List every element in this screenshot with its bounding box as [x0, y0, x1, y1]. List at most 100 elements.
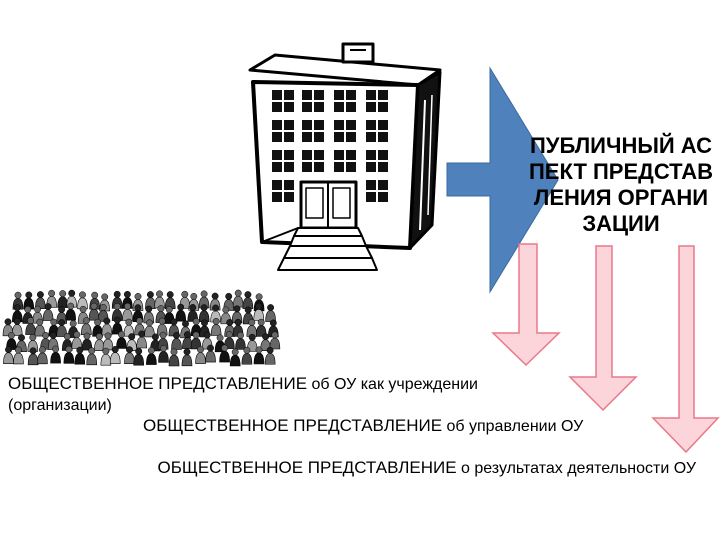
person-head	[48, 289, 56, 297]
person-body	[264, 352, 276, 365]
person-body	[241, 352, 253, 365]
person-body	[63, 351, 75, 364]
person-head	[42, 331, 50, 339]
person-head	[234, 318, 242, 326]
person-head	[190, 292, 198, 300]
person-head	[134, 293, 142, 300]
person-body	[205, 350, 216, 363]
person-head	[52, 345, 60, 353]
person-head	[63, 333, 71, 340]
person-head	[91, 291, 99, 299]
person-head	[271, 331, 279, 339]
statement-management-tail: об управлении ОУ	[446, 418, 584, 435]
person-head	[73, 331, 81, 339]
person-head	[101, 293, 109, 301]
person-head	[170, 348, 178, 356]
statement-institution-tail: об ОУ как учреждении (организации)	[8, 376, 478, 414]
person-head	[255, 346, 263, 354]
person-head	[24, 306, 32, 313]
person-head	[99, 303, 107, 311]
person-head	[231, 348, 239, 356]
person-head	[27, 317, 35, 325]
person-head	[237, 331, 244, 339]
statement-management-head: ОБЩЕСТВЕННОЕ ПРЕДСТАВЛЕНИЕ	[143, 416, 443, 435]
person-body	[122, 309, 133, 321]
person-head	[13, 318, 21, 325]
person-head	[79, 305, 87, 313]
person-body	[229, 354, 241, 367]
person-head	[225, 331, 233, 339]
person-head	[38, 346, 46, 354]
person-head	[147, 347, 155, 354]
person-head	[170, 318, 178, 326]
person-body	[65, 308, 76, 321]
person-body	[3, 352, 14, 365]
person-head	[25, 291, 33, 299]
person-head	[76, 346, 84, 354]
person-head	[5, 346, 12, 354]
person-head	[58, 306, 66, 313]
person-head	[68, 289, 76, 297]
person-head	[124, 302, 131, 310]
person-head	[159, 331, 167, 339]
person-head	[145, 305, 153, 313]
person-head	[183, 348, 191, 356]
person-head	[192, 331, 200, 339]
down-arrow-3	[651, 245, 720, 454]
person-head	[18, 334, 25, 342]
person-head	[160, 344, 167, 352]
person-head	[13, 304, 21, 312]
person-head	[146, 319, 153, 327]
person-head	[146, 291, 154, 299]
person-head	[69, 320, 77, 328]
person-body	[37, 352, 48, 365]
person-head	[111, 346, 119, 353]
statement-management: ОБЩЕСТВЕННОЕ ПРЕДСТАВЛЕНИЕ об управлении…	[143, 415, 623, 437]
person-head	[123, 290, 131, 298]
person-head	[136, 317, 144, 325]
crowd-icon	[2, 289, 281, 367]
person-head	[59, 290, 67, 298]
building-icon	[248, 42, 442, 271]
person-head	[156, 290, 163, 298]
person-body	[253, 352, 265, 365]
person-head	[95, 333, 103, 341]
person-head	[203, 331, 211, 339]
person-head	[197, 346, 204, 354]
person-head	[14, 346, 22, 354]
person-head	[222, 306, 230, 314]
person-head	[128, 333, 136, 341]
person-head	[166, 291, 174, 299]
person-head	[266, 346, 274, 354]
person-head	[7, 332, 15, 339]
person-body	[136, 336, 147, 349]
person-body	[13, 352, 24, 365]
statement-results-tail: о результатах деятельности ОУ	[461, 460, 696, 477]
person-head	[4, 318, 12, 326]
person-head	[233, 305, 241, 313]
person-head	[212, 304, 220, 312]
person-body	[57, 296, 68, 308]
person-head	[248, 318, 256, 326]
person-head	[134, 304, 142, 312]
person-body	[133, 353, 144, 366]
person-head	[125, 318, 133, 326]
person-head	[67, 302, 75, 310]
person-head	[244, 306, 252, 314]
person-head	[262, 333, 270, 341]
person-body	[116, 337, 127, 349]
person-body	[100, 353, 112, 366]
down-arrow-1	[491, 243, 561, 367]
person-head	[183, 331, 191, 339]
person-head	[79, 291, 86, 299]
person-head	[14, 291, 22, 299]
person-head	[158, 317, 166, 325]
person-head	[44, 303, 52, 311]
person-body	[50, 351, 61, 364]
person-head	[36, 318, 44, 326]
person-body	[42, 309, 54, 321]
person-head	[243, 346, 251, 354]
person-head	[135, 347, 143, 355]
person-body	[219, 350, 230, 363]
